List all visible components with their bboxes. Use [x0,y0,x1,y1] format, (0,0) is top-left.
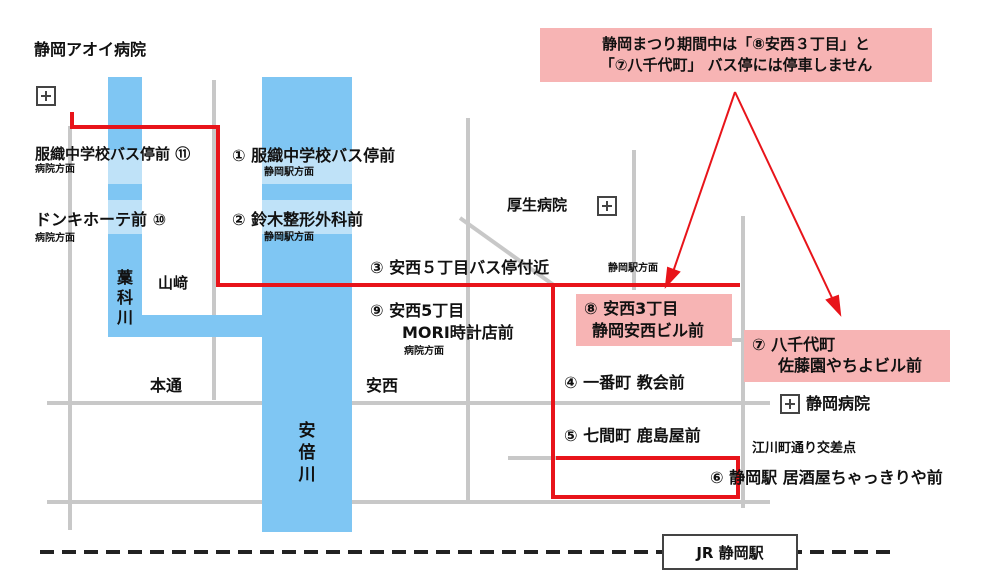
stop-7-label: ⑦ 八千代町 [752,335,836,354]
stop-10-direction: 病院方面 [35,233,75,244]
hospital-cross-icon [597,196,617,216]
stop-10-label: ドンキホーテ前 ⑩ [35,210,167,229]
area-hondori-label: 本通 [150,376,183,395]
stop-5-label: ⑤ 七間町 鹿島屋前 [564,426,701,445]
river-abe-label: 安倍川 [298,421,316,485]
stop-11-direction: 病院方面 [35,164,75,175]
stop-4-label: ④ 一番町 教会前 [564,373,685,392]
egawacho-intersection-label: 江川町通り交差点 [752,441,857,456]
bus-route [70,112,740,499]
notice-line-2: 「⑦八千代町」 バス停には停車しません [599,56,873,74]
area-anzai-label: 安西 [366,376,399,395]
roads [47,80,770,530]
stop-7-highlight [744,330,950,382]
stop-2-direction: 静岡駅方面 [264,232,314,243]
stop-9-label: ⑨ 安西5丁目 [370,301,465,320]
river-yakushi-label: 藁科川 [116,268,133,327]
hospital-kosei-label: 厚生病院 [507,196,568,214]
hospital-shizuoka-label: 静岡病院 [806,394,871,413]
notice-arrows [664,91,842,317]
stop-1-direction: 静岡駅方面 [264,167,314,178]
hospital-aoi-label: 静岡アオイ病院 [34,40,147,59]
stop-3-direction: 静岡駅方面 [608,263,658,274]
hospital-cross-icon [36,86,56,106]
stop-9-direction: 病院方面 [404,346,444,357]
stop-9-landmark: MORI時計店前 [402,323,514,342]
notice-line-1: 静岡まつり期間中は「⑧安西３丁目」と [602,35,870,53]
stop-6-label: ⑥ 静岡駅 居酒屋ちゃっきりや前 [710,468,943,487]
festival-notice: 静岡まつり期間中は「⑧安西３丁目」と 「⑦八千代町」 バス停には停車しません [540,28,932,82]
stop-11-label: 服織中学校バス停前 ⑪ [35,145,191,163]
stop-8-label: ⑧ 安西3丁目 [584,299,679,318]
stop-2-label: ② 鈴木整形外科前 [232,210,364,229]
stop-8-landmark: 静岡安西ビル前 [592,321,705,340]
hospital-cross-icon [780,394,800,414]
rivers [108,77,352,532]
stop-3-label: ③ 安西５丁目バス停付近 [370,258,550,277]
stop-8-highlight [576,294,732,346]
stop-7-landmark: 佐藤園やちよビル前 [778,356,923,375]
jr-shizuoka-station: JR 静岡駅 [662,534,798,570]
area-yamasaki-label: 山﨑 [158,274,189,292]
stop-1-label: ① 服織中学校バス停前 [232,146,396,165]
